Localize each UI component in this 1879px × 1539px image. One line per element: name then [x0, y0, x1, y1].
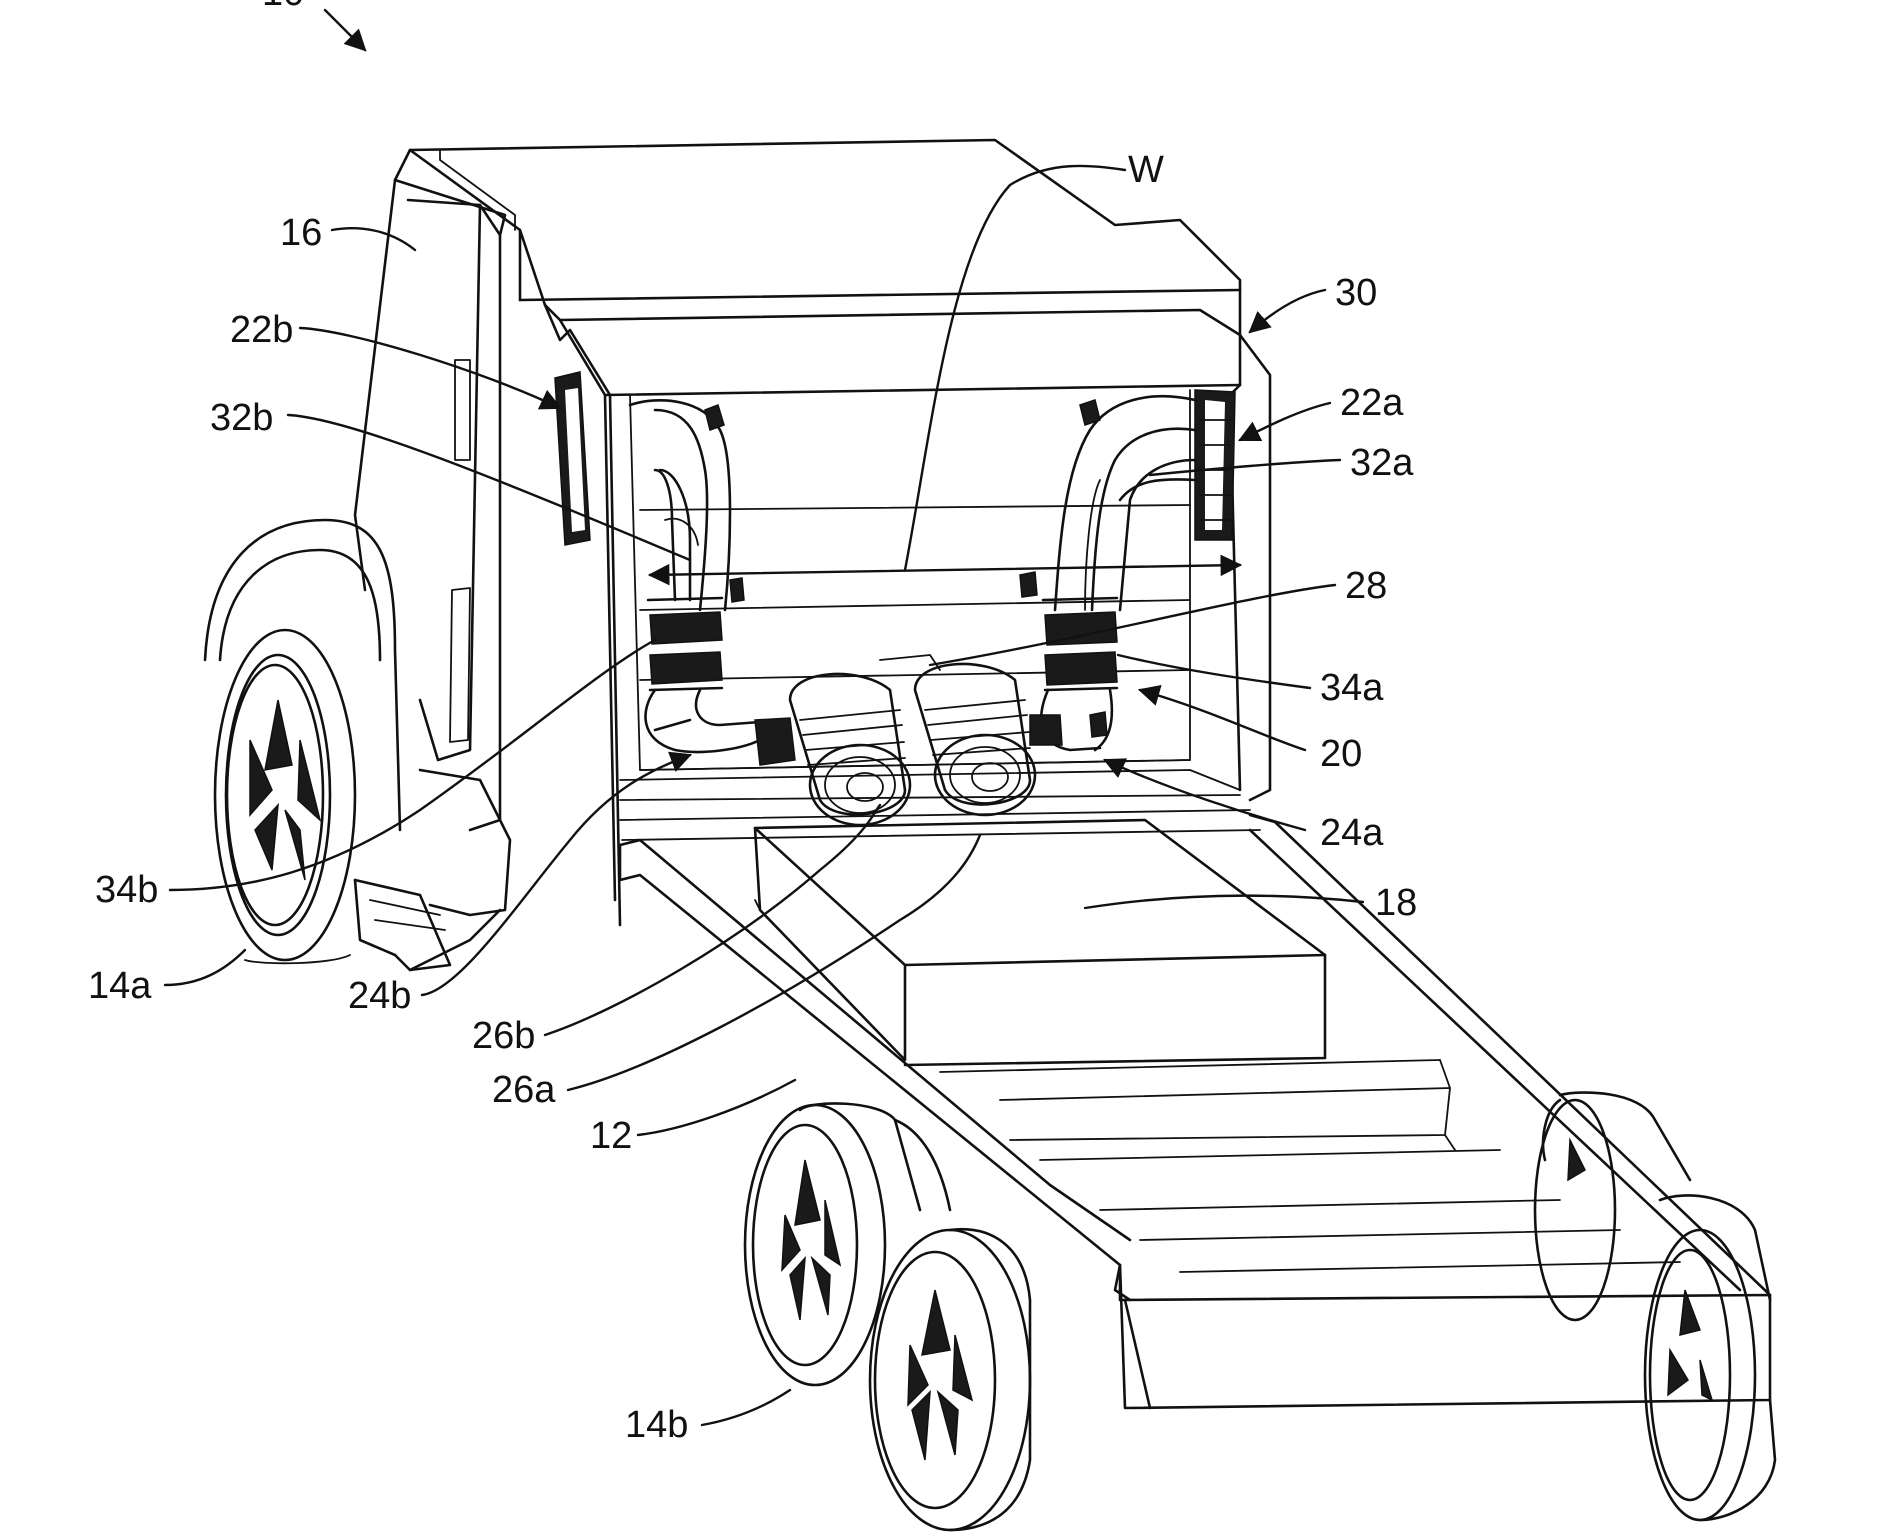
- filter-26a: [915, 664, 1035, 815]
- label-18: 18: [1375, 882, 1417, 924]
- label-12: 12: [590, 1115, 632, 1157]
- door-window-handle: [455, 360, 470, 460]
- label-34b: 34b: [95, 869, 158, 911]
- label-14a: 14a: [88, 965, 152, 1007]
- label-20: 20: [1320, 733, 1362, 775]
- label-16: 16: [280, 212, 322, 254]
- width-dimension: [650, 166, 1240, 575]
- label-22a: 22a: [1340, 382, 1404, 424]
- label-32b: 32b: [210, 397, 273, 439]
- right-intake-assembly: [1020, 390, 1235, 750]
- cab: [355, 140, 1240, 970]
- label-22b: 22b: [230, 309, 293, 351]
- filter-26b: [790, 674, 910, 825]
- label-32a: 32a: [1350, 442, 1414, 484]
- label-30: 30: [1335, 272, 1377, 314]
- air-filters: [790, 655, 1035, 825]
- label-28: 28: [1345, 565, 1387, 607]
- front-wheel: [205, 520, 400, 963]
- battery-pack: [755, 820, 1325, 1065]
- label-26b: 26b: [472, 1015, 535, 1057]
- label-10-fragment: 10: [262, 0, 304, 14]
- label-w: W: [1128, 149, 1164, 191]
- label-24b: 24b: [348, 975, 411, 1017]
- rear-wheels-left: [745, 1103, 1030, 1530]
- label-34a: 34a: [1320, 667, 1384, 709]
- label-24a: 24a: [1320, 812, 1384, 854]
- left-intake-assembly: [555, 372, 795, 765]
- rear-wheels-right: [1535, 1093, 1775, 1520]
- label-14b: 14b: [625, 1404, 688, 1446]
- label-26a: 26a: [492, 1069, 556, 1111]
